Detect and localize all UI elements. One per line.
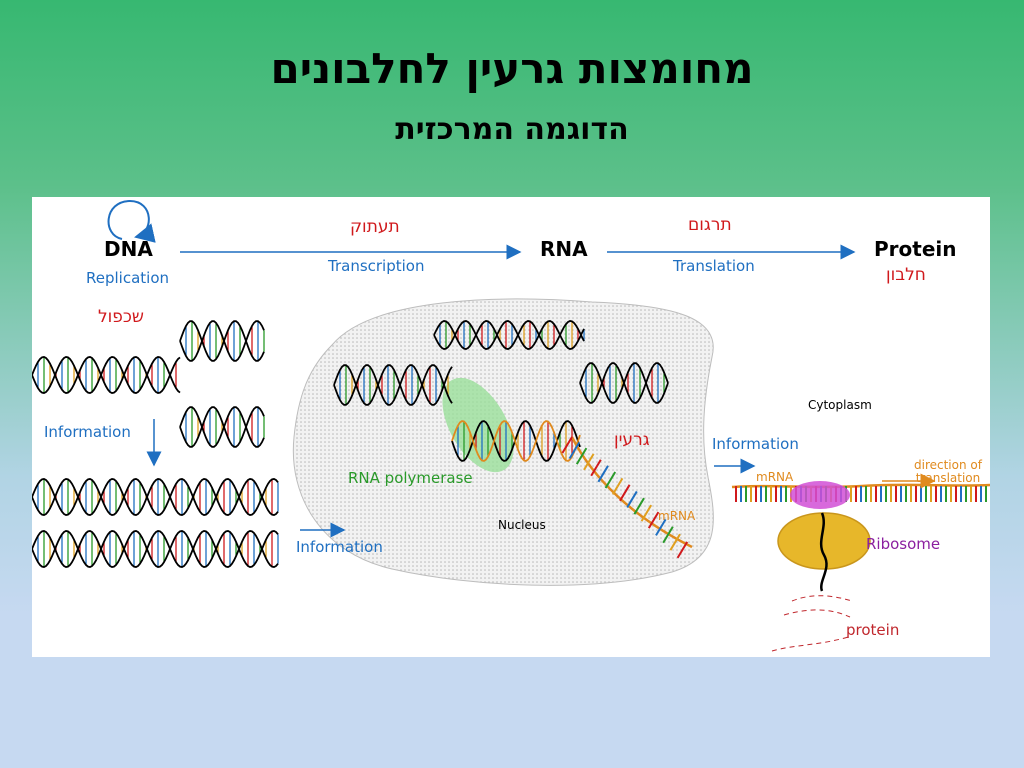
replication-hebrew: שכפול xyxy=(98,307,144,327)
diagram-artwork xyxy=(32,199,990,652)
ribosome-label: Ribosome xyxy=(866,535,941,553)
ribosome-large-subunit xyxy=(777,512,871,570)
replication-loop-arrow xyxy=(107,199,156,243)
dna-helix-nucleus-bottom xyxy=(451,420,581,462)
nucleus-hebrew: גרעין xyxy=(614,430,650,450)
nucleus-label: Nucleus xyxy=(498,518,546,532)
dna-helix-parent xyxy=(32,356,181,394)
dna-helix-nucleus-top xyxy=(433,320,585,350)
mrna-label-cytoplasm: mRNA xyxy=(756,470,794,484)
mrna-base xyxy=(604,471,617,489)
protein-chain xyxy=(819,512,828,592)
translation-label: Translation xyxy=(673,257,755,275)
cytoplasm-mrna-bases xyxy=(735,486,987,502)
mrna-base xyxy=(590,459,602,477)
information-label-3: Information xyxy=(712,435,799,453)
mrna-base xyxy=(640,504,653,522)
rna-label: RNA xyxy=(540,237,588,261)
dna-helix-copy-1 xyxy=(32,478,279,516)
information-label-2: Information xyxy=(296,538,383,556)
translation-hebrew: תרגום xyxy=(688,215,732,235)
mrna-base xyxy=(669,533,681,551)
mrna-base xyxy=(568,441,581,459)
mrna-base xyxy=(611,477,624,495)
dna-helix-nucleus-right xyxy=(579,362,669,404)
mrna-base xyxy=(662,526,674,544)
page-title: מחומצות גרעין לחלבונים xyxy=(270,44,754,93)
dna-helix-nucleus-left xyxy=(333,364,453,406)
mrna-base xyxy=(655,518,667,536)
rna-polymerase-label: RNA polymerase xyxy=(348,469,473,487)
dna-helix-daughter-bottom xyxy=(179,406,265,448)
mrna-label-nucleus: mRNA xyxy=(658,509,696,523)
ribosome-small-subunit xyxy=(790,481,850,509)
dna-helix-daughter-top xyxy=(179,320,265,362)
mrna-base xyxy=(597,465,609,483)
mrna-base xyxy=(633,497,645,515)
mrna-base xyxy=(647,511,660,529)
cytoplasm-label: Cytoplasm xyxy=(808,398,872,412)
page-subtitle: הדוגמה המרכזית xyxy=(395,112,629,147)
mrna-bases xyxy=(561,436,689,559)
dna-helix-copy-2 xyxy=(32,530,279,568)
protein-lower-label: protein xyxy=(846,621,900,639)
transcription-hebrew: תעתוק xyxy=(350,217,400,237)
dna-helices xyxy=(32,320,669,568)
mrna-base xyxy=(619,484,631,502)
replication-label: Replication xyxy=(86,269,170,287)
mrna-base xyxy=(626,490,638,508)
central-dogma-diagram: DNA RNA Protein Replication Transcriptio… xyxy=(32,197,990,657)
protein-hebrew: חלבון xyxy=(886,265,926,285)
information-label-1: Information xyxy=(44,423,131,441)
mrna-base xyxy=(583,453,595,471)
dna-label: DNA xyxy=(104,237,153,261)
mrna-strand-nucleus xyxy=(570,436,693,549)
mrna-base xyxy=(561,436,573,454)
direction-of-translation-label: direction of translation xyxy=(914,458,982,485)
mrna-base xyxy=(575,447,588,465)
protein-label: Protein xyxy=(874,237,957,261)
mrna-base xyxy=(676,541,689,559)
protein-residues xyxy=(771,595,853,652)
transcription-label: Transcription xyxy=(328,257,425,275)
